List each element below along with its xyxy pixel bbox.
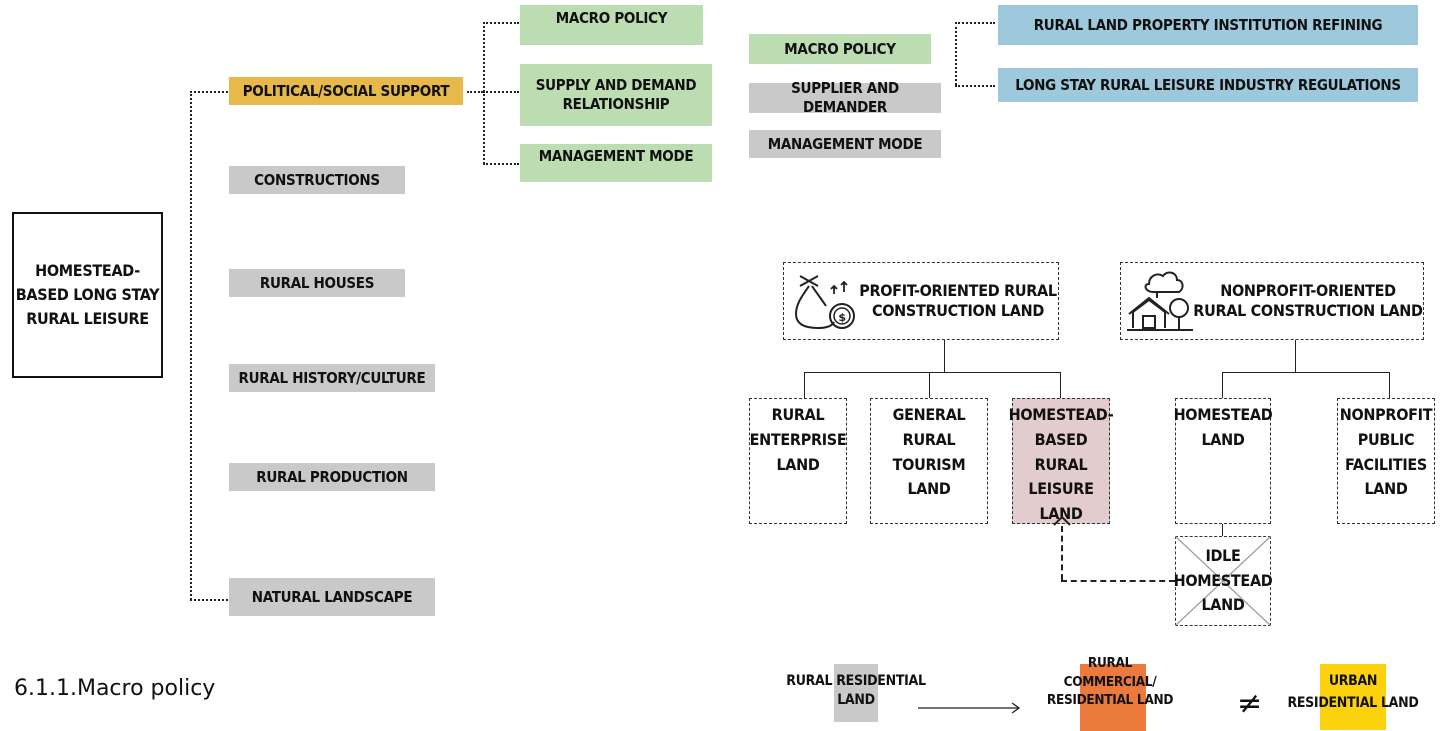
support-bracket-vertical bbox=[483, 22, 485, 164]
rural-residential-label: Rural residential land bbox=[786, 673, 926, 708]
support-management-mode: Management mode bbox=[520, 144, 712, 182]
mapped-label: Supplier and demander bbox=[791, 79, 899, 116]
support-connector-1 bbox=[483, 22, 519, 24]
policy-label: Long stay rural leisure industry regulat… bbox=[1015, 75, 1401, 94]
profit-oriented-label: Profit-oriented rural construction land bbox=[859, 281, 1057, 320]
nonprofit-trunk bbox=[1295, 340, 1296, 372]
policy-label: Rural land property institution refining bbox=[1033, 15, 1383, 34]
mapped-label: Management mode bbox=[767, 134, 923, 153]
factor-natural-landscape: Natural landscape bbox=[229, 578, 435, 616]
support-label: Management mode bbox=[538, 147, 694, 165]
land-homestead-based-rural-leisure: Homestead-based rural leisure land bbox=[1009, 398, 1114, 524]
nonprofit-oriented-label: Nonprofit-oriented rural construction la… bbox=[1193, 281, 1423, 320]
policy-connector-top bbox=[955, 22, 995, 24]
profit-branch-3 bbox=[1060, 372, 1061, 398]
policy-industry-regulations: Long stay rural leisure industry regulat… bbox=[998, 68, 1418, 102]
support-supply-demand: Supply and demand relationship bbox=[520, 64, 712, 126]
mapped-macro-policy: Macro policy bbox=[749, 34, 931, 64]
factor-label: Constructions bbox=[254, 170, 380, 189]
policy-bracket-vertical bbox=[955, 22, 957, 85]
conversion-arrow-vertical bbox=[1061, 526, 1063, 580]
idle-connector bbox=[1222, 524, 1223, 536]
root-label: Homestead-based long stay rural leisure bbox=[15, 261, 160, 328]
land-label: Homestead land bbox=[1173, 405, 1273, 449]
land-nonprofit-public-facilities: Nonprofit public facilities land bbox=[1337, 398, 1435, 524]
support-connector-2 bbox=[483, 91, 519, 93]
factor-rural-history-culture: Rural history/culture bbox=[229, 364, 435, 392]
land-label: Idle homestead land bbox=[1173, 545, 1273, 615]
land-rural-enterprise: Rural enterprise land bbox=[749, 398, 847, 524]
nonprofit-branch bbox=[1222, 372, 1390, 373]
support-label: Supply and demand relationship bbox=[535, 76, 697, 113]
factor-connector-top bbox=[190, 91, 228, 93]
land-label: Rural enterprise land bbox=[749, 405, 847, 474]
nonprofit-branch-2 bbox=[1389, 372, 1390, 398]
urban-residential-swatch bbox=[1320, 664, 1386, 730]
factor-label: Natural landscape bbox=[251, 587, 413, 606]
money-bag-icon: $ bbox=[794, 275, 855, 330]
crossed-out-icon bbox=[1175, 536, 1271, 626]
policy-property-institution: Rural land property institution refining bbox=[998, 5, 1418, 45]
rural-residential-swatch bbox=[834, 664, 878, 722]
profit-branch bbox=[804, 372, 1061, 373]
factor-rural-production: Rural production bbox=[229, 463, 435, 491]
rural-commercial-swatch bbox=[1080, 664, 1146, 731]
support-label: Macro policy bbox=[555, 9, 668, 27]
mapped-management-mode: Management mode bbox=[749, 130, 941, 158]
not-equal-sign: ≠ bbox=[1237, 686, 1263, 721]
profit-branch-1 bbox=[804, 372, 805, 398]
factor-label: Rural history/culture bbox=[238, 368, 426, 387]
mapped-label: Macro policy bbox=[784, 39, 896, 58]
land-label: General rural tourism land bbox=[892, 405, 966, 499]
factor-constructions: Constructions bbox=[229, 166, 405, 194]
nonprofit-branch-1 bbox=[1222, 372, 1223, 398]
factor-political-social-support: Political/social support bbox=[229, 77, 463, 105]
svg-text:$: $ bbox=[838, 311, 845, 324]
mapped-supplier-demander: Supplier and demander bbox=[749, 79, 941, 116]
rural-commercial-label: Rural commercial/ residential land bbox=[1046, 655, 1174, 709]
support-connector-3 bbox=[483, 163, 519, 165]
land-label: Homestead-based rural leisure land bbox=[1008, 405, 1114, 524]
profit-branch-2 bbox=[929, 372, 930, 398]
policy-connector-bottom bbox=[955, 85, 995, 87]
factor-label: Rural houses bbox=[259, 273, 375, 292]
support-connector bbox=[467, 91, 483, 93]
factor-connector-bottom bbox=[190, 599, 228, 601]
profit-trunk bbox=[944, 340, 945, 372]
arrow-right-icon bbox=[918, 702, 1021, 714]
arrow-up-icon bbox=[1053, 515, 1071, 526]
section-heading: 6.1.1.Macro policy bbox=[14, 676, 216, 701]
factor-label: Rural production bbox=[256, 467, 408, 486]
land-general-rural-tourism: General rural tourism land bbox=[870, 398, 988, 524]
rural-house-icon bbox=[1127, 271, 1193, 331]
support-macro-policy: Macro policy bbox=[520, 5, 703, 45]
profit-oriented-node: $ Profit-oriented rural construction lan… bbox=[783, 262, 1059, 340]
factor-label: Political/social support bbox=[242, 81, 450, 100]
land-idle-homestead: Idle homestead land bbox=[1173, 536, 1273, 626]
land-homestead: Homestead land bbox=[1173, 398, 1273, 524]
urban-residential-label: Urban residential land bbox=[1287, 673, 1419, 712]
root-node: Homestead-based long stay rural leisure bbox=[12, 212, 163, 378]
land-label: Nonprofit public facilities land bbox=[1339, 405, 1433, 499]
conversion-arrow-horizontal bbox=[1061, 580, 1175, 582]
factor-rural-houses: Rural houses bbox=[229, 269, 405, 297]
factor-bracket-vertical bbox=[190, 91, 192, 600]
nonprofit-oriented-node: Nonprofit-oriented rural construction la… bbox=[1120, 262, 1424, 340]
